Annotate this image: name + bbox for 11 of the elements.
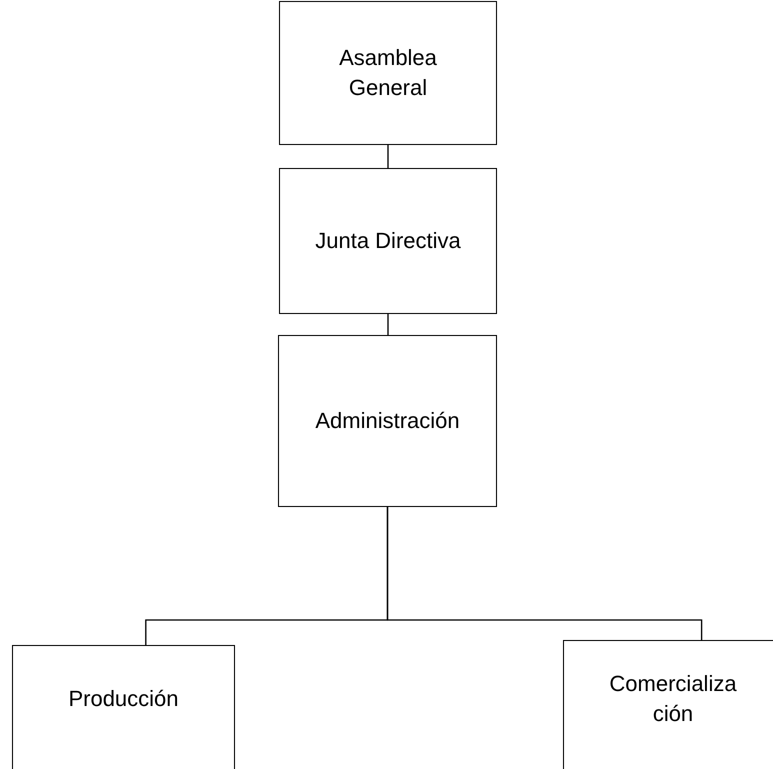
org-box [279, 1, 497, 145]
box-label: Asamblea General [338, 44, 438, 102]
connector-line [387, 145, 389, 168]
connector-line [386, 507, 702, 640]
box-label: Producción [68, 685, 179, 713]
org-box [278, 335, 497, 507]
box-label: Administración [315, 407, 460, 435]
box-label: Comercializa ción [608, 670, 738, 728]
org-box [279, 168, 497, 314]
connector-line [387, 314, 389, 335]
box-label: Junta Directiva [315, 227, 461, 255]
